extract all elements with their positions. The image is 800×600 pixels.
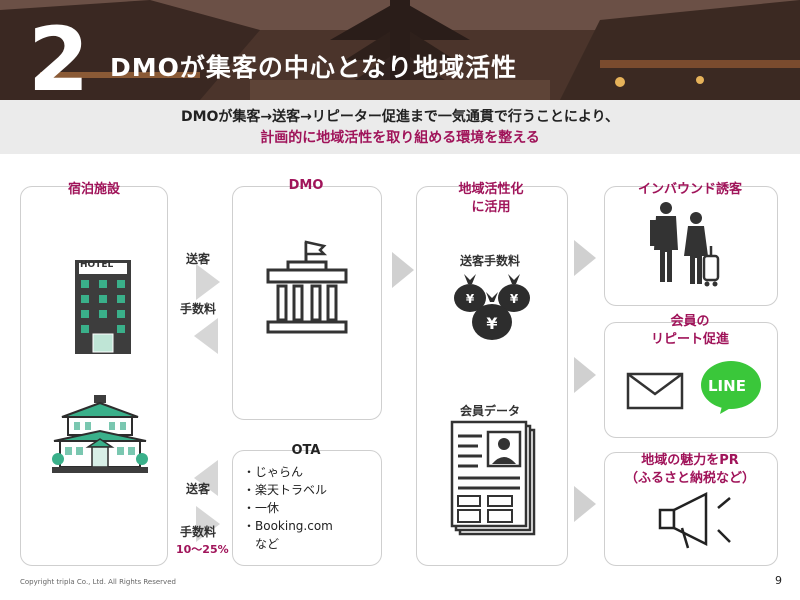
chevron-right-icon: [574, 357, 596, 393]
inbound-title: インバウンド誘客: [637, 182, 742, 197]
repeat-title-line1: 会員の: [670, 314, 710, 329]
ota-list: ・じゃらん ・楽天トラベル ・一休 ・Booking.com など: [243, 463, 333, 553]
top-send-label: 送客: [186, 252, 211, 266]
line-app-icon: [701, 361, 761, 414]
page-title: DMOが集客の中心となり地域活性: [110, 53, 518, 82]
dmo-title: DMO: [288, 178, 324, 193]
arrow-right-icon: [196, 264, 220, 300]
svg-text:¥: ¥: [510, 292, 519, 306]
hotel-building-icon: [75, 260, 131, 354]
subtitle-line1: DMOが集客→送客→リピーター促進まで一気通貫で行うことにより、: [180, 109, 620, 125]
chevron-right-icon: [392, 252, 414, 288]
money-bags-icon: ¥ ¥ ¥: [454, 274, 530, 340]
member-data-label: 会員データ: [460, 404, 521, 418]
arrow-left-icon: [194, 460, 218, 496]
mail-envelope-icon: [626, 372, 684, 410]
hotel-sign-text: HOTEL: [80, 260, 114, 270]
bottom-fee-rate: 10～25%: [176, 543, 229, 556]
arrow-right-icon: [196, 506, 220, 542]
ota-title: OTA: [291, 443, 321, 458]
region-title-line2: に活用: [471, 200, 511, 215]
region-title-line1: 地域活性化: [458, 182, 524, 197]
travelers-icon: [650, 202, 720, 287]
chevron-right-icon: [574, 240, 596, 276]
pr-title-line2: （ふるさと納税など）: [624, 471, 755, 486]
repeat-title-line2: リピート促進: [650, 332, 729, 347]
member-profile-documents-icon: [450, 420, 536, 536]
lodging-title: 宿泊施設: [67, 182, 120, 197]
hero-banner: 2 DMOが集客の中心となり地域活性: [0, 0, 800, 100]
pr-title-line1: 地域の魅力をPR: [641, 453, 739, 468]
ota-item: ・楽天トラベル: [243, 483, 328, 497]
ota-item: ・じゃらん: [243, 465, 304, 479]
dmo-box: [232, 186, 382, 420]
chevron-right-icon: [574, 486, 596, 522]
townscape-photo: [0, 0, 800, 100]
line-logo-text: LINE: [708, 377, 746, 395]
ota-item: ・一休: [243, 501, 280, 515]
lodging-box: [20, 186, 168, 566]
ryokan-icon: [52, 395, 148, 473]
top-fee-label: 手数料: [180, 302, 217, 316]
svg-text:¥: ¥: [466, 292, 475, 306]
bottom-send-label: 送客: [186, 482, 211, 496]
bottom-fee-label: 手数料: [180, 525, 217, 539]
megaphone-icon: [658, 491, 731, 549]
government-building-icon: [266, 240, 348, 334]
subtitle-band: [0, 100, 800, 154]
section-number: 2: [28, 8, 90, 101]
ota-item: など: [243, 537, 280, 551]
arrow-left-icon: [194, 318, 218, 354]
copyright: Copyright tripla Co., Ltd. All Rights Re…: [20, 578, 176, 586]
referral-fee-label: 送客手数料: [460, 254, 521, 268]
ota-box: [232, 450, 382, 566]
svg-text:¥: ¥: [486, 314, 497, 333]
page-number: 9: [775, 574, 782, 587]
subtitle-line2: 計画的に地域活性を取り組める環境を整える: [260, 130, 540, 146]
ota-item: ・Booking.com: [243, 519, 333, 533]
